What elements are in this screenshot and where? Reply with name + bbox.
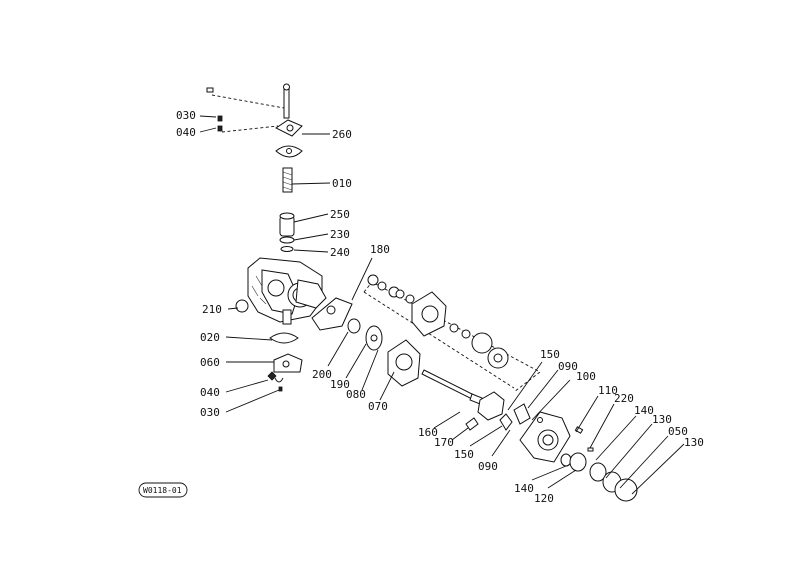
pump-housing (235, 257, 353, 392)
label-160: 160 (418, 426, 438, 439)
rotor-shaft-group (347, 318, 531, 431)
cylinder-group (363, 274, 541, 393)
figure-badge: W0118-01 (138, 482, 188, 498)
figure-badge-text: W0118-01 (143, 486, 182, 495)
label-210: 210 (202, 303, 222, 316)
label-130-bottom: 130 (684, 436, 704, 449)
label-040-bottom: 040 (200, 386, 220, 399)
label-200: 200 (312, 368, 332, 381)
label-070: 070 (368, 400, 388, 413)
label-190: 190 (330, 378, 350, 391)
label-030-bottom: 030 (200, 406, 220, 419)
label-030-top: 030 (176, 109, 196, 122)
end-cover-group (519, 411, 638, 502)
label-040-top: 040 (176, 126, 196, 139)
label-230: 230 (330, 228, 350, 241)
top-screw-assembly (206, 83, 303, 158)
label-180: 180 (370, 243, 390, 256)
label-010: 010 (332, 177, 352, 190)
label-250: 250 (330, 208, 350, 221)
label-060: 060 (200, 356, 220, 369)
label-090-top: 090 (558, 360, 578, 373)
label-140-bottom: 140 (514, 482, 534, 495)
leader-lines (199, 115, 685, 495)
label-240: 240 (330, 246, 350, 259)
label-170: 170 (434, 436, 454, 449)
label-090-bottom: 090 (478, 460, 498, 473)
label-150-bottom: 150 (454, 448, 474, 461)
label-260: 260 (332, 128, 352, 141)
label-080: 080 (346, 388, 366, 401)
label-050: 050 (668, 425, 688, 438)
label-110: 110 (598, 384, 618, 397)
part-labels: 030 040 260 010 250 230 240 180 210 020 … (176, 109, 704, 505)
label-140-top: 140 (634, 404, 654, 417)
label-150-top: 150 (540, 348, 560, 361)
label-220: 220 (614, 392, 634, 405)
label-020: 020 (200, 331, 220, 344)
label-130-top: 130 (652, 413, 672, 426)
label-100: 100 (576, 370, 596, 383)
valve-stack (279, 167, 295, 252)
label-120: 120 (534, 492, 554, 505)
